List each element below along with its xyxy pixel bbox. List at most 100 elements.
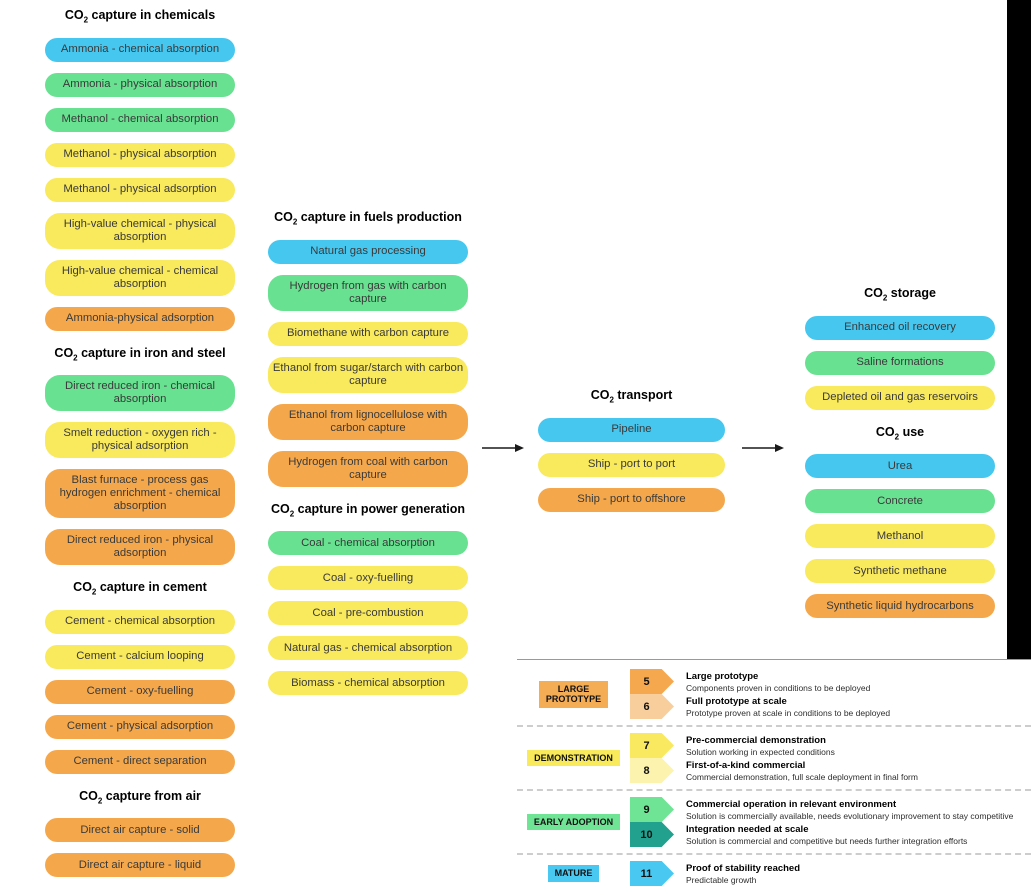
section-title-sub: 2	[882, 293, 888, 303]
tech-pill: Hydrogen from gas with carbon capture	[268, 274, 468, 311]
maturity-category-badge: EARLY ADOPTION	[526, 813, 621, 831]
trl-description: Components proven in conditions to be de…	[686, 682, 871, 693]
tech-pill: Ammonia - physical absorption	[45, 72, 235, 97]
section-title-sub: 2	[83, 15, 89, 25]
section-title-main: CO	[875, 424, 895, 439]
trl-number-badge: 8	[630, 758, 674, 783]
tech-pill: Ethanol from sugar/starch with carbon ca…	[268, 356, 468, 393]
trl-entry-text: Commercial operation in relevant environ…	[686, 799, 1013, 821]
section-title-main: CO	[79, 788, 98, 803]
section-title-rest: use	[899, 424, 925, 439]
section-title-rest: capture in iron and steel	[77, 345, 226, 360]
flow-arrow-icon	[482, 444, 524, 452]
legend-row: DEMONSTRATION 7 Pre-commercial demonstrati…	[517, 728, 1031, 788]
tech-pill: Natural gas processing	[268, 239, 468, 264]
maturity-category-badge: MATURE	[547, 865, 600, 882]
tech-pill: Methanol - physical absorption	[45, 142, 235, 167]
maturity-category-cell: LARGE PROTOTYPE	[517, 680, 630, 708]
trl-title: Pre-commercial demonstration	[686, 734, 826, 746]
section-title: CO2 capture in fuels production	[268, 210, 468, 230]
flow-arrow-icon	[742, 444, 784, 452]
legend-separator	[517, 789, 1031, 791]
tech-pill: Synthetic liquid hydrocarbons	[805, 594, 995, 618]
maturity-category-cell: MATURE	[517, 865, 630, 882]
section-title-main: CO	[73, 580, 92, 594]
tech-pill: Cement - direct separation	[45, 749, 235, 774]
tech-pill: Hydrogen from coal with carbon capture	[268, 450, 468, 487]
trl-number-badge: 7	[630, 733, 674, 758]
tech-pill: Cement - calcium looping	[45, 644, 235, 669]
tech-pill: Biomethane with carbon capture	[268, 321, 468, 346]
section-title-rest: transport	[613, 388, 673, 402]
tech-pill: Depleted oil and gas reservoirs	[805, 385, 995, 410]
maturity-category-badge: DEMONSTRATION	[527, 749, 620, 767]
section-title-sub: 2	[292, 217, 298, 227]
section-title: CO2 capture from air	[45, 789, 235, 809]
legend-entries: 9 Commercial operation in relevant enviro…	[630, 797, 1031, 847]
section-title: CO2 capture in cement	[45, 580, 235, 600]
section-title-sub: 2	[609, 395, 614, 405]
trl-description: Solution working in expected conditions	[686, 746, 835, 757]
trl-title: Commercial operation in relevant environ…	[686, 798, 897, 810]
legend-entry: 9 Commercial operation in relevant enviro…	[630, 797, 1031, 822]
trl-number-badge: 11	[630, 861, 674, 886]
section-title-sub: 2	[289, 509, 295, 518]
section-title-main: CO	[274, 210, 293, 224]
tech-pill: Blast furnace - process gas hydrogen enr…	[45, 469, 235, 518]
trl-number-badge: 9	[630, 797, 674, 822]
tech-pill: Cement - chemical absorption	[45, 609, 235, 634]
tech-pill: Smelt reduction - oxygen rich - physical…	[45, 422, 235, 458]
tech-pill: High-value chemical - chemical absorptio…	[45, 259, 235, 296]
legend-separator	[517, 725, 1031, 727]
tech-pill: Saline formations	[805, 350, 995, 375]
tech-pill: Concrete	[805, 489, 995, 513]
section-title: CO2 capture in iron and steel	[45, 346, 235, 366]
tech-pill: Urea	[805, 454, 995, 478]
tech-pill: Biomass - chemical absorption	[268, 671, 468, 695]
section-title-main: CO	[54, 345, 74, 360]
section-title-rest: capture in power generation	[294, 501, 466, 516]
trl-title: Large prototype	[686, 670, 759, 682]
tech-pill: Ammonia-physical adsorption	[45, 306, 235, 331]
legend-separator	[517, 853, 1031, 855]
trl-number-badge: 10	[630, 822, 674, 847]
maturity-category-badge: LARGE PROTOTYPE	[538, 680, 609, 708]
trl-description: Prototype proven at scale in conditions …	[686, 707, 891, 718]
trl-description: Commercial demonstration, full scale dep…	[686, 771, 918, 782]
tech-pill: Direct reduced iron - chemical absorptio…	[45, 375, 235, 411]
section-title-main: CO	[590, 388, 610, 402]
section-title-main: CO	[864, 286, 883, 300]
trl-title: Proof of stability reached	[686, 862, 801, 874]
section-title-rest: capture in cement	[96, 580, 207, 594]
tech-pill: Ethanol from lignocellulose with carbon …	[268, 403, 468, 440]
section-title: CO2 use	[805, 425, 995, 445]
trl-number-badge: 6	[630, 694, 674, 719]
section-title: CO2 capture in chemicals	[45, 8, 235, 28]
legend-row: EARLY ADOPTION 9 Commercial operation in r…	[517, 792, 1031, 852]
trl-title: Full prototype at scale	[686, 695, 787, 707]
tech-pill: Natural gas - chemical absorption	[268, 636, 468, 660]
trl-title: First-of-a-kind commercial	[686, 759, 806, 771]
section-title-rest: capture from air	[102, 788, 201, 803]
tech-pill: Enhanced oil recovery	[805, 315, 995, 340]
